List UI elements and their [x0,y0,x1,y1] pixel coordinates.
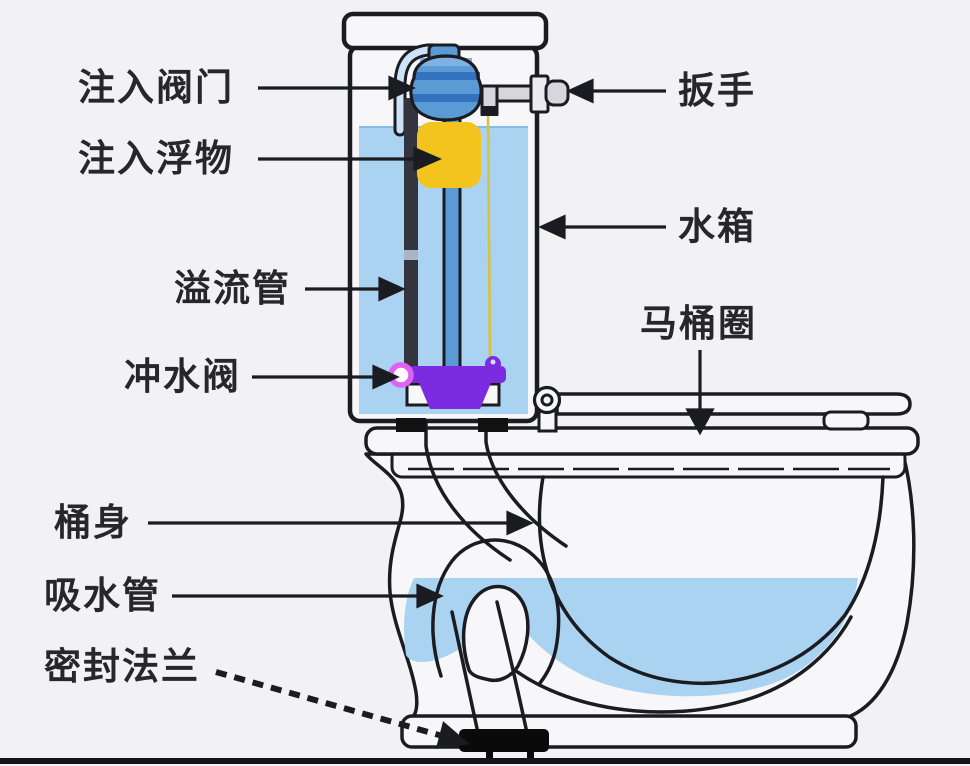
label-fill-float: 注入浮物 [78,138,234,179]
siphon-pipe-arrow [172,583,444,609]
trap-outer-wall [431,538,561,685]
siphon-trap [431,538,561,735]
wax-ring [459,729,549,752]
toilet-deck [364,426,920,456]
handle-arrow [566,78,666,104]
fill-float-arrow [258,146,443,172]
label-flush-valve: 冲水阀 [124,356,241,397]
flush-channel [424,419,568,562]
label-fill-valve: 注入阀门 [78,67,234,108]
drain-pipe-right-wall [527,750,534,763]
drain-passage-left [450,610,480,735]
lift-chain [486,111,492,363]
overflow-pipe [404,98,418,372]
label-overflow-pipe: 溢流管 [174,268,291,309]
flush-handle [480,74,570,116]
tank-gasket-left [396,418,426,432]
trap-inner-wall [461,584,530,683]
seal-flange-arrow [215,669,470,749]
flush-valve-arrow [252,364,400,390]
toilet-seat-arrow [685,350,715,436]
label-toilet-seat: 马桶圈 [640,303,757,344]
label-water-tank: 水箱 [678,206,756,247]
fill-float [417,122,481,188]
tank-lid [341,11,549,51]
tank-gasket-right [478,418,508,432]
label-handle: 扳手 [678,70,756,111]
overflow-pipe-arrow [305,276,406,302]
flush-valve [388,356,506,409]
lid-bumper [822,410,870,431]
label-bowl-body: 桶身 [54,502,132,543]
seat-assembly [532,385,912,433]
label-seal-flange: 密封法兰 [44,646,200,687]
fill-valve-arrow [258,75,416,101]
water-tank-arrow [538,214,666,240]
toilet-lid [555,392,912,416]
drain-pipe-left-wall [486,750,493,763]
fill-valve [409,43,483,122]
label-siphon-pipe: 吸水管 [44,575,161,616]
bowl-body-arrow [148,510,534,536]
drain-passage-right [495,600,529,735]
